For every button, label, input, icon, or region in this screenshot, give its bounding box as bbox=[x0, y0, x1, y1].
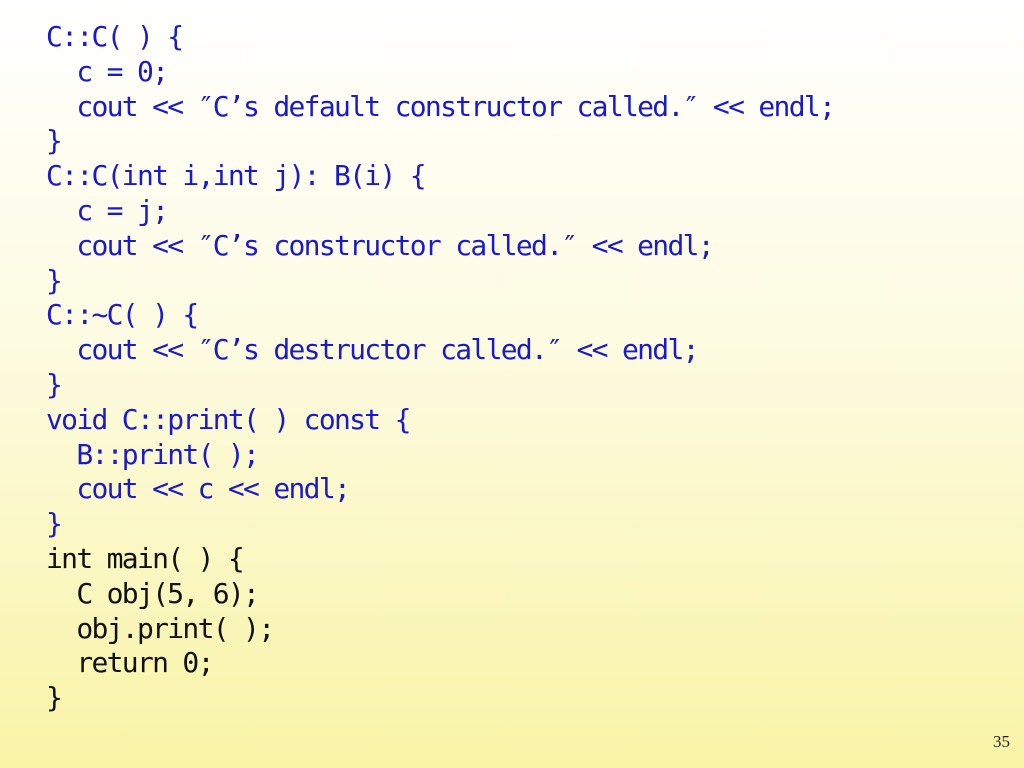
code-line: C::~C( ) { bbox=[46, 298, 199, 332]
code-line: C::C( ) { bbox=[46, 20, 184, 53]
code-line: c = 0; bbox=[46, 54, 169, 88]
code-line: } bbox=[46, 507, 63, 541]
code-line: } bbox=[46, 124, 63, 158]
code-line: void C::print( ) const { bbox=[46, 402, 411, 436]
code-line: } bbox=[46, 681, 63, 715]
page-number: 35 bbox=[993, 732, 1010, 751]
code-line: } bbox=[46, 367, 63, 401]
code-line: C obj(5, 6); bbox=[46, 576, 260, 610]
code-line: cout << ″C’s constructor called.″ << end… bbox=[46, 228, 714, 262]
code-line: B::print( ); bbox=[46, 437, 260, 471]
code-block: C::C( ) { c = 0; cout << ″C’s default co… bbox=[46, 20, 836, 716]
code-line: C::C(int i,int j): B(i) { bbox=[46, 159, 427, 193]
code-line: cout << c << endl; bbox=[46, 472, 351, 506]
code-line: } bbox=[46, 263, 63, 297]
code-line: cout << ″C’s default constructor called.… bbox=[46, 89, 836, 123]
code-line: cout << ″C’s destructor called.″ << endl… bbox=[46, 333, 699, 367]
code-line: c = j; bbox=[46, 193, 169, 227]
code-line: return 0; bbox=[46, 646, 214, 680]
code-line: obj.print( ); bbox=[46, 611, 275, 645]
code-line: int main( ) { bbox=[46, 541, 245, 575]
